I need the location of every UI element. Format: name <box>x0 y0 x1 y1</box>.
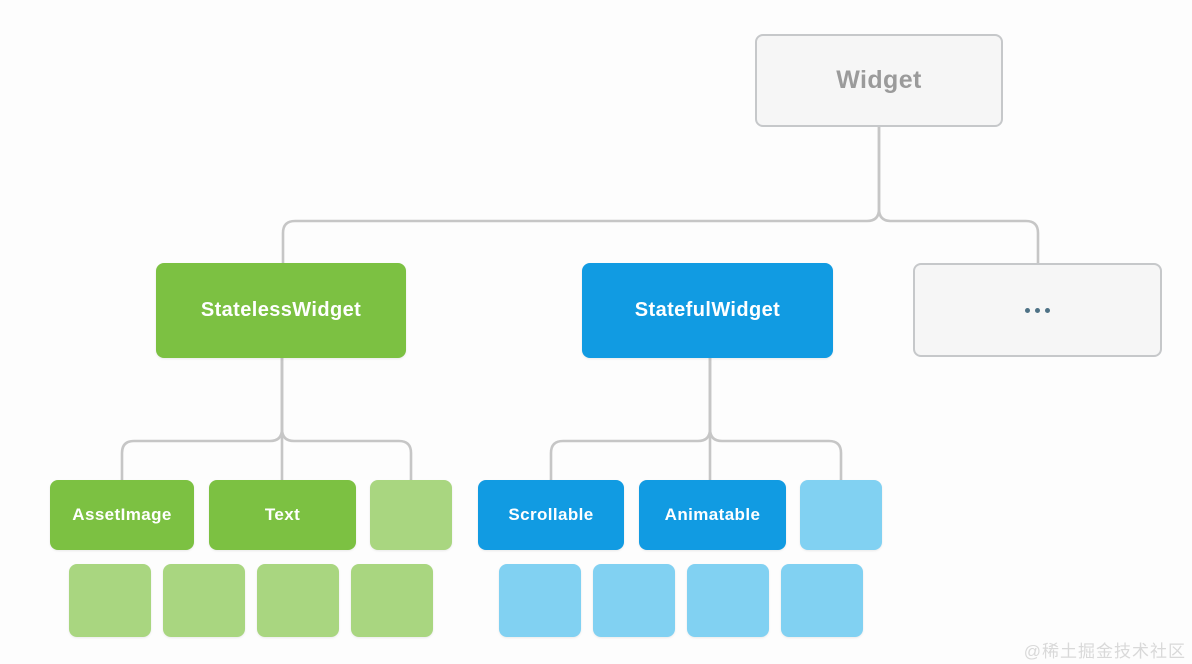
placeholder-box-green <box>69 564 151 637</box>
node-scrollable: Scrollable <box>478 480 624 550</box>
connector-stateful-to-scrollable <box>549 358 712 480</box>
node-stateless-widget: StatelessWidget <box>156 263 406 358</box>
placeholder-box-green <box>163 564 245 637</box>
watermark: @稀土掘金技术社区 <box>1023 642 1186 661</box>
node-more-widgets <box>913 263 1162 357</box>
node-text-label: Text <box>264 505 301 524</box>
node-widget-label: Widget <box>836 66 922 94</box>
ellipsis-icon <box>1025 307 1050 313</box>
node-assetimage: AssetImage <box>50 480 194 550</box>
placeholder-box-green <box>257 564 339 637</box>
connector-stateful-to-placeholder <box>708 358 843 480</box>
node-stateful-widget-label: StatefulWidget <box>634 299 781 321</box>
connector-widget-to-more <box>877 127 1040 263</box>
connector-stateless-to-assetimage <box>120 358 284 480</box>
placeholder-box-blue <box>687 564 769 637</box>
node-text: Text <box>209 480 356 550</box>
node-stateful-widget: StatefulWidget <box>582 263 833 358</box>
node-animatable: Animatable <box>639 480 786 550</box>
placeholder-box-green <box>351 564 433 637</box>
node-animatable-label: Animatable <box>664 505 761 524</box>
node-assetimage-label: AssetImage <box>72 505 172 524</box>
placeholder-box-green <box>370 480 452 550</box>
node-widget: Widget <box>755 34 1003 127</box>
connector-stateless-to-placeholder <box>280 358 413 480</box>
connector-widget-to-stateless <box>281 127 881 263</box>
node-scrollable-label: Scrollable <box>508 505 594 524</box>
placeholder-box-blue <box>593 564 675 637</box>
placeholder-box-blue <box>781 564 863 637</box>
placeholder-box-blue <box>499 564 581 637</box>
node-stateless-widget-label: StatelessWidget <box>200 299 362 321</box>
placeholder-box-blue <box>800 480 882 550</box>
